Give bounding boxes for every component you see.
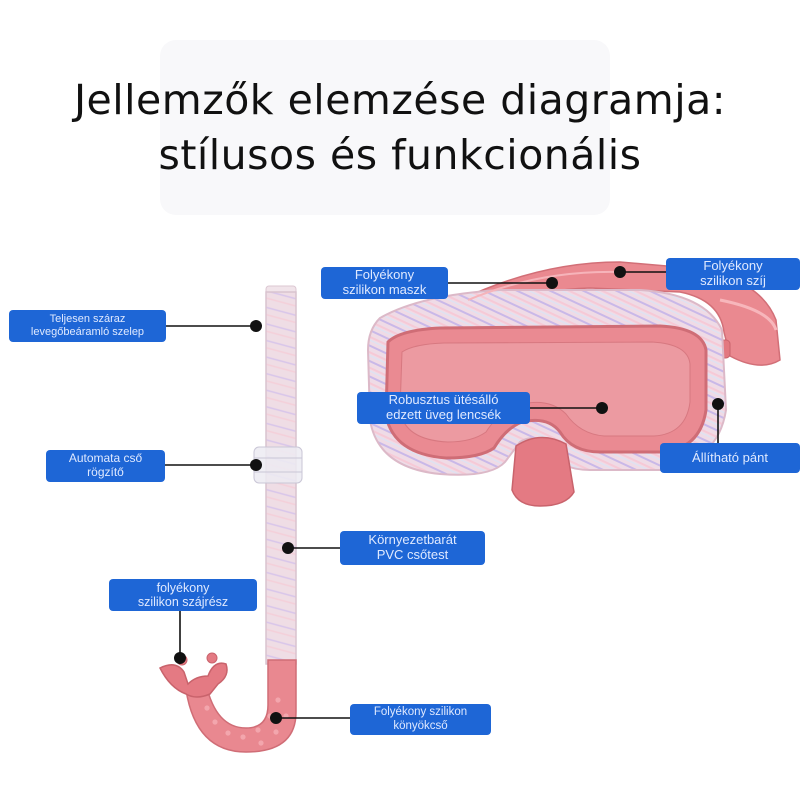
- label-pvc-tube: Környezetbarát PVC csőtest: [340, 531, 485, 565]
- label-lenses: Robusztus ütésálló edzett üveg lencsék: [357, 392, 530, 424]
- label-pvc-tube-line1: Környezetbarát: [368, 532, 457, 548]
- label-adjustable: Állítható pánt: [660, 443, 800, 473]
- label-dry-valve-line1: Teljesen száraz: [49, 313, 126, 326]
- label-dry-valve: Teljesen száraz levegőbeáramló szelep: [9, 310, 166, 342]
- label-tube-clip-line1: Automata cső: [68, 451, 143, 466]
- snorkel-elbow: [185, 659, 297, 753]
- dot-mouthpiece: [174, 652, 186, 664]
- label-lenses-line2: edzett üveg lencsék: [386, 407, 501, 422]
- label-pvc-tube-line2: PVC csőtest: [376, 547, 449, 562]
- snorkel-mouthpiece: [158, 662, 228, 698]
- label-mouthpiece: folyékony szilikon szájrész: [109, 579, 257, 611]
- label-strap-line2: szilikon szíj: [700, 273, 766, 288]
- label-lenses-line1: Robusztus ütésálló: [388, 392, 499, 408]
- leader-lines: [165, 271, 719, 719]
- dot-lenses: [596, 402, 608, 414]
- dot-mask: [546, 277, 558, 289]
- label-adjustable-line1: Állítható pánt: [692, 449, 768, 465]
- dot-pvc-tube: [282, 542, 294, 554]
- diagram-title-line-1: Jellemzők elemzése diagramja:: [73, 76, 727, 124]
- label-elbow: Folyékony szilikon könyökcső: [350, 704, 491, 735]
- label-mouthpiece-line1: folyékony: [156, 580, 210, 595]
- diagram-title-line-2: stílusos és funkcionális: [158, 131, 642, 179]
- dot-elbow: [270, 712, 282, 724]
- label-mask-line1: Folyékony: [354, 267, 415, 283]
- label-elbow-line2: könyökcső: [393, 719, 448, 732]
- label-elbow-line1: Folyékony szilikon: [373, 706, 468, 719]
- label-tube-clip-line2: rögzítő: [87, 465, 124, 479]
- label-mask-line2: szilikon maszk: [342, 282, 427, 297]
- label-strap-line1: Folyékony: [703, 258, 763, 274]
- label-mouthpiece-line2: szilikon szájrész: [137, 595, 229, 609]
- title-background: [160, 40, 610, 215]
- label-dry-valve-line2: levegőbeáramló szelep: [30, 326, 145, 338]
- label-mask: Folyékony szilikon maszk: [321, 267, 448, 299]
- leader-dots: [174, 266, 724, 724]
- dot-adjustable: [712, 398, 724, 410]
- dot-dry-valve: [250, 320, 262, 332]
- mask-nose-pocket: [511, 436, 575, 507]
- dot-tube-clip: [250, 459, 262, 471]
- label-strap: Folyékony szilikon szíj: [666, 258, 800, 290]
- diving-mask: [366, 261, 781, 507]
- snorkel: [158, 285, 303, 753]
- dot-strap: [614, 266, 626, 278]
- label-tube-clip: Automata cső rögzítő: [46, 450, 165, 482]
